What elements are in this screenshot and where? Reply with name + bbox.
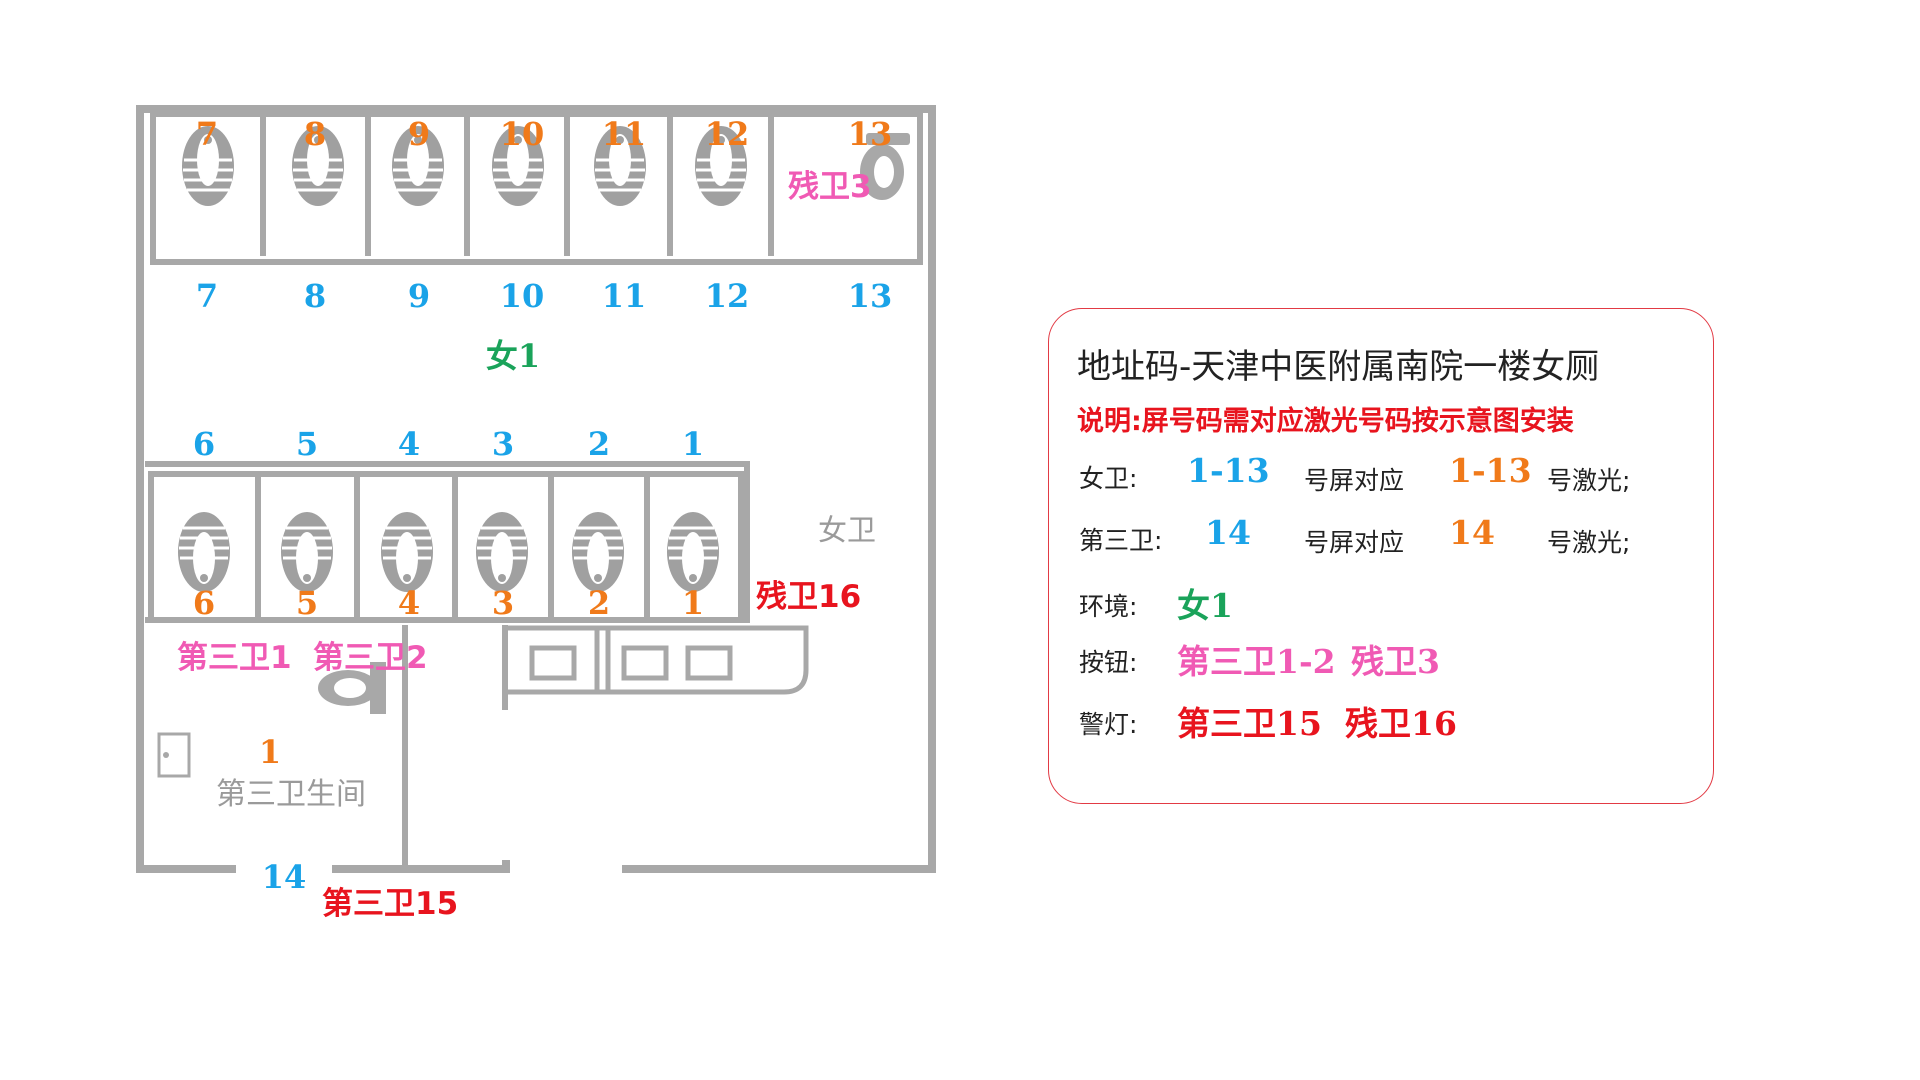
bottom-laser-numbers: 6 5 4 3 2 1: [193, 584, 704, 622]
legend-row2-laser: 14: [1449, 513, 1495, 552]
alarm-disabled-16: 残卫16: [756, 579, 861, 615]
legend-row5-value2: 残卫16: [1345, 704, 1457, 743]
screen-8: 8: [304, 277, 326, 315]
squat-toilet-4: [379, 510, 435, 594]
legend-note: 说明:屏号码需对应激光号码按示意图安装: [1077, 406, 1574, 437]
alarm-third-15: 第三卫15: [322, 886, 458, 922]
legend-row1-tail: 号激光;: [1547, 466, 1631, 495]
legend-box: 地址码-天津中医附属南院一楼女厕 说明:屏号码需对应激光号码按示意图安装 女卫:…: [1048, 308, 1714, 804]
legend-row5-value1: 第三卫15: [1177, 704, 1322, 743]
sink-counter: [505, 625, 809, 695]
laser-10: 10: [500, 115, 545, 153]
button-third-1: 第三卫1: [177, 640, 292, 676]
screen-6: 6: [193, 425, 215, 463]
laser-2: 2: [588, 584, 610, 622]
top-laser-numbers: 7 8 9 10 11 12 13: [196, 115, 892, 153]
legend-row2-label: 第三卫:: [1079, 526, 1163, 555]
legend-row3-label: 环境:: [1079, 592, 1138, 621]
screen-1: 1: [682, 425, 704, 463]
third-room-label: 第三卫生间: [216, 777, 366, 812]
bottom-screen-numbers: 6 5 4 3 2 1: [193, 425, 704, 463]
legend-row1-screen: 1-13: [1187, 451, 1270, 490]
legend-row3-value: 女1: [1177, 586, 1233, 625]
laser-4: 4: [398, 584, 420, 622]
laser-5: 5: [296, 584, 318, 622]
screen-10: 10: [500, 277, 545, 315]
screen-11: 11: [602, 277, 647, 315]
screen-7: 7: [196, 277, 218, 315]
screen-13: 13: [848, 277, 893, 315]
area-label-women: 女卫: [818, 513, 876, 547]
laser-third-1: 1: [259, 733, 281, 771]
laser-6: 6: [193, 584, 215, 622]
screen-2: 2: [588, 425, 610, 463]
squat-toilet-1: [665, 510, 721, 594]
bottom-stall-row: [145, 461, 750, 869]
laser-9: 9: [408, 115, 430, 153]
screen-4: 4: [398, 425, 420, 463]
disabled-toilet-fixture: [860, 133, 910, 200]
screen-9: 9: [408, 277, 430, 315]
screen-3: 3: [492, 425, 514, 463]
laser-1: 1: [682, 584, 704, 622]
laser-3: 3: [492, 584, 514, 622]
outer-walls: [136, 105, 936, 873]
top-screen-numbers: 7 8 9 10 11 12 13: [196, 277, 892, 315]
screen-14: 14: [262, 858, 307, 896]
top-stall-row: [150, 111, 923, 265]
squat-toilet-6: [176, 510, 232, 594]
legend-row4-value1: 第三卫1-2: [1177, 642, 1336, 681]
third-toilet-fixtures: [157, 662, 386, 778]
laser-11: 11: [602, 115, 647, 153]
legend-row2-tail: 号激光;: [1547, 528, 1631, 557]
screen-12: 12: [705, 277, 750, 315]
legend-row1-mid: 号屏对应: [1304, 466, 1405, 495]
legend-row4-value2: 残卫3: [1351, 642, 1440, 681]
laser-12: 12: [705, 115, 750, 153]
legend-row1-laser: 1-13: [1449, 451, 1532, 490]
legend-row4-label: 按钮:: [1079, 648, 1138, 677]
laser-13: 13: [848, 115, 893, 153]
laser-8: 8: [304, 115, 326, 153]
laser-7: 7: [196, 115, 218, 153]
squat-toilet-3: [474, 510, 530, 594]
button-disabled-3: 残卫3: [788, 169, 872, 205]
legend-title: 地址码-天津中医附属南院一楼女厕: [1077, 347, 1600, 387]
environment-label: 女1: [486, 337, 540, 375]
legend-row1-label: 女卫:: [1079, 464, 1138, 493]
squat-toilet-5: [279, 510, 335, 594]
legend-row5-label: 警灯:: [1079, 710, 1138, 739]
squat-toilet-2: [570, 510, 626, 594]
legend-row2-screen: 14: [1205, 513, 1251, 552]
screen-5: 5: [296, 425, 318, 463]
button-third-2: 第三卫2: [313, 640, 428, 676]
legend-row2-mid: 号屏对应: [1304, 528, 1405, 557]
